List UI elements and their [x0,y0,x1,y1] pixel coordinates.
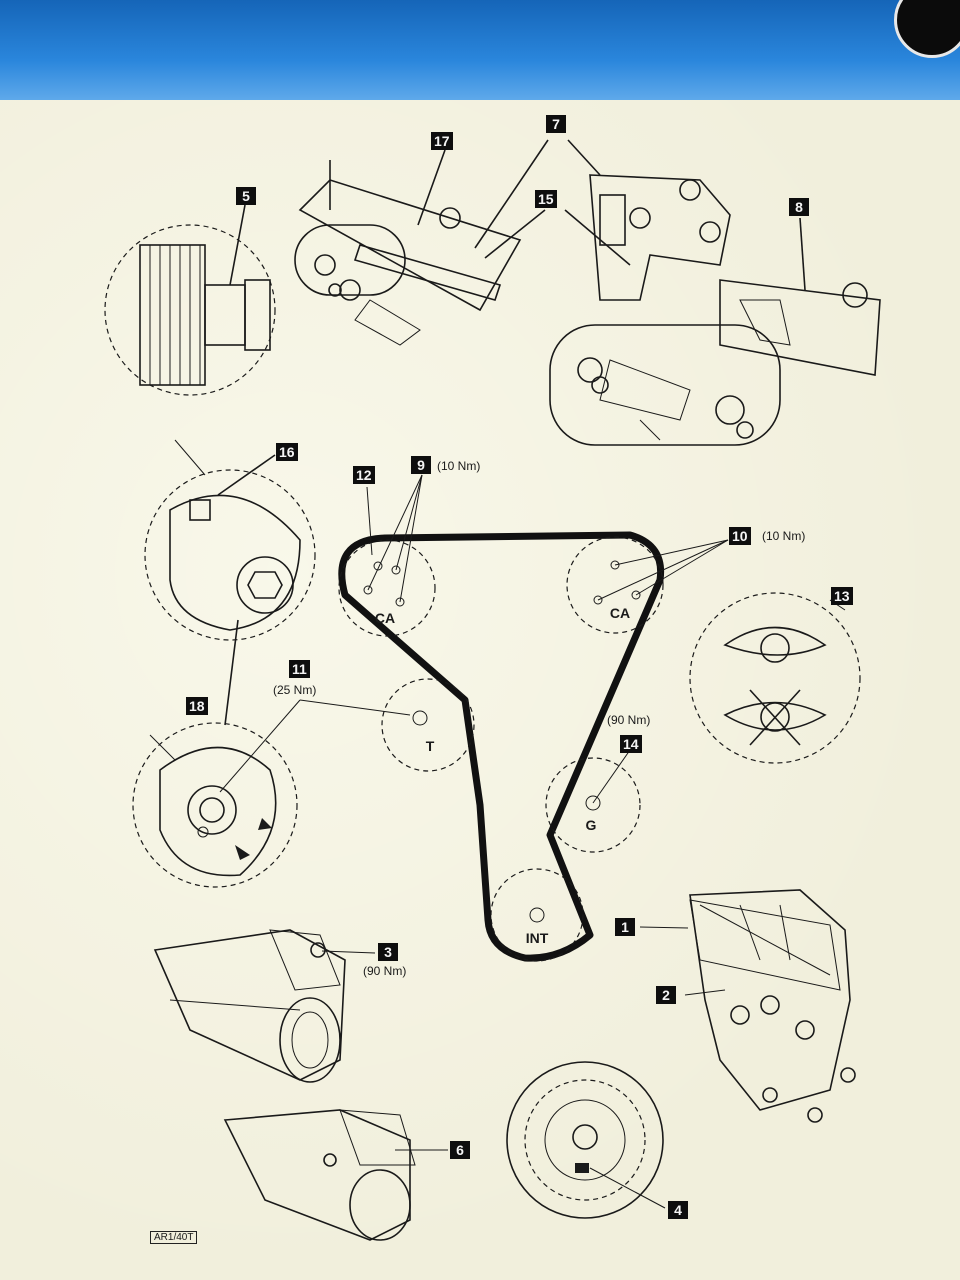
callout-8: 8 [789,198,809,216]
callout-7: 7 [546,115,566,133]
torque-label-9: (10 Nm) [437,459,481,473]
pulley-tensioner [381,678,475,772]
pulley-ca-right [566,536,729,634]
callout-11: 11 [289,660,310,678]
callout-12: 12 [353,466,375,484]
pulley-label-g: G [585,817,597,833]
pulley-label-ca-left: CA [374,610,396,626]
pulley-int [490,868,584,962]
pulley-label-int: INT [525,930,549,946]
callout-10: 10 [729,527,751,545]
callout-4: 4 [668,1201,688,1219]
callout-9: 9 [411,456,431,474]
torque-label-3: (90 Nm) [363,964,407,978]
timing-cover [639,889,856,1123]
torque-label-10: (10 Nm) [762,529,806,543]
callout-5: 5 [236,187,256,205]
pulley-label-ca-right: CA [609,605,631,621]
callout-2: 2 [656,986,676,1004]
torque-label-14: (90 Nm) [607,713,651,727]
callout-14: 14 [620,735,642,753]
engine-detail-lower [223,1109,448,1241]
callout-16: 16 [276,443,298,461]
pulley-g [545,749,641,853]
engine-detail-upper [153,929,376,1083]
detail-circle-tensioner-top [144,439,316,726]
figure-reference: AR1/40T [150,1231,198,1244]
callout-13: 13 [831,587,853,605]
callout-17: 17 [431,132,453,150]
monitor-background [0,0,960,110]
torque-label-11: (25 Nm) [273,683,317,697]
crankshaft-pulley [506,1061,666,1219]
pulley-label-t: T [425,738,435,754]
callout-6: 6 [450,1141,470,1159]
callout-1: 1 [615,918,635,936]
timing-plate-assembly [549,139,881,446]
pulley-ca-left [338,474,436,637]
timing-belt [338,531,665,962]
detail-circle-slots [689,592,861,764]
callout-18: 18 [186,697,208,715]
callout-15: 15 [535,190,557,208]
camshaft-lock-assembly [294,139,549,346]
detail-circle-tensioner-bottom [132,699,411,888]
callout-3: 3 [378,943,398,961]
detail-circle-sprocket [104,204,276,396]
